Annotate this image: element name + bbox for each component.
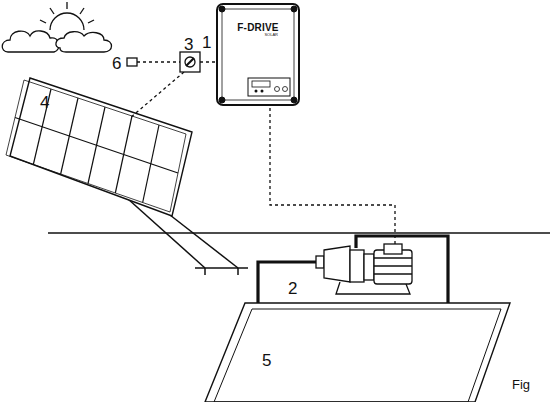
callout-number: 2: [288, 280, 297, 297]
solar-panel: [6, 78, 192, 216]
callout-number: 3: [184, 36, 193, 53]
pump: [316, 244, 412, 294]
sun-cloud: [2, 2, 111, 52]
brand-name: F-DRIVE: [224, 22, 292, 33]
inverter-box: F-DRIVESOLAR: [224, 22, 292, 37]
callout-number: 4: [40, 94, 49, 111]
callout-number: 5: [262, 352, 271, 369]
connector: [127, 58, 137, 66]
isolator-switch: [127, 52, 200, 72]
callout-number: 6: [112, 55, 121, 72]
brand-sub: SOLAR: [224, 33, 292, 37]
wires: [130, 62, 395, 254]
pool: [205, 303, 510, 402]
callout-number: 1: [202, 34, 211, 51]
figure-label: Fig: [512, 378, 530, 391]
inverter-housing: [217, 4, 299, 105]
